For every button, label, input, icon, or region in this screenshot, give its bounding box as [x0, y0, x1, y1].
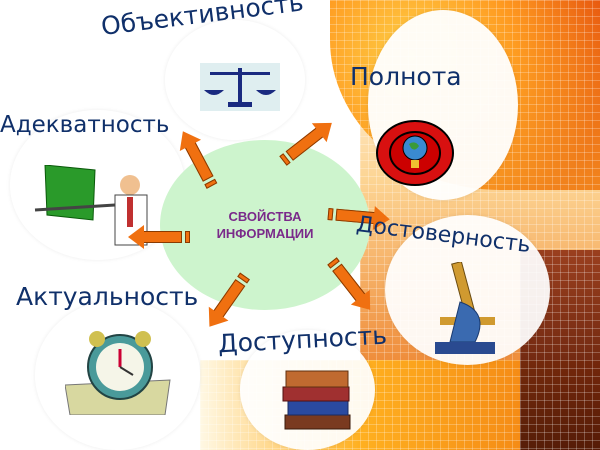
center-title-line2: ИНФОРМАЦИИ [216, 226, 314, 241]
globe-icon [376, 120, 454, 186]
center-title: СВОЙСТВА ИНФОРМАЦИИ [160, 208, 370, 242]
label-adequacy: Адекватность [0, 112, 170, 138]
label-relevance: Актуальность [16, 282, 199, 311]
teacher-icon [34, 165, 148, 246]
label-completeness: Полнота [350, 62, 462, 91]
arrow-to-adequacy [128, 225, 190, 249]
scales-icon [200, 63, 280, 111]
center-title-line1: СВОЙСТВА [228, 209, 302, 224]
microscope-icon [435, 262, 495, 354]
books-icon [282, 370, 351, 430]
alarm-clock-icon [65, 331, 171, 415]
